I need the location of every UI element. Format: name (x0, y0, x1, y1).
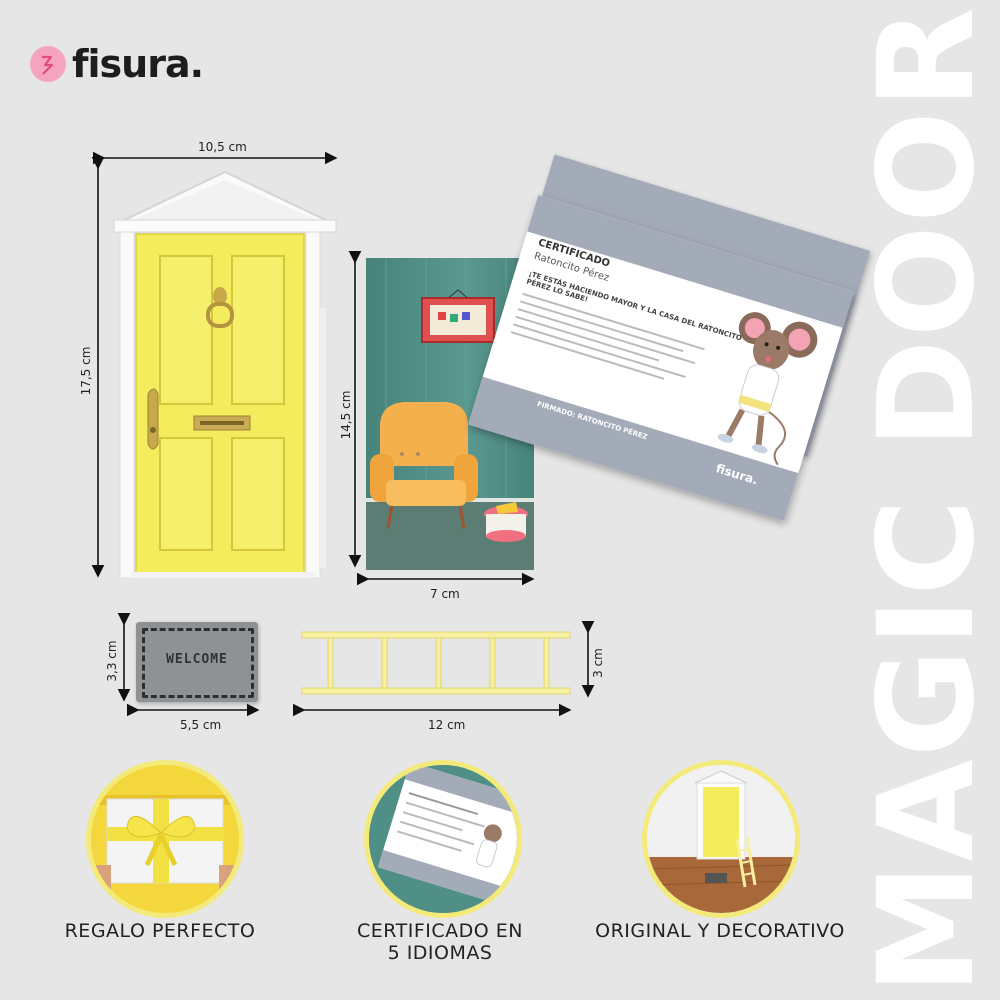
certificates-group: CERTIFICADO Ratoncito Pérez ¡TE ESTÁS HA… (468, 154, 871, 558)
card-height-label: 14,5 cm (339, 390, 353, 440)
doormat-label: WELCOME (166, 652, 228, 667)
mat-width-label: 5,5 cm (180, 718, 222, 732)
yellow-ladder-illustration (301, 631, 571, 695)
card-width-label: 7 cm (430, 587, 460, 601)
certificate-front: CERTIFICADO Ratoncito Pérez ¡TE ESTÁS HA… (468, 195, 854, 521)
certificate-icon (369, 765, 517, 913)
door-scene-icon (647, 765, 795, 913)
feature-caption-certificate-line1: CERTIFICADO EN (357, 920, 523, 942)
feature-certificate-image (364, 760, 522, 918)
brand-name: fisura. (72, 42, 204, 86)
door-height-label: 17,5 cm (79, 346, 93, 396)
welcome-doormat: WELCOME (136, 622, 258, 702)
feature-gift-image (86, 760, 244, 918)
ladder-height-label: 3 cm (591, 648, 605, 678)
door-width-label: 10,5 cm (198, 140, 247, 154)
product-title-text: MAGIC DOOR (850, 5, 1000, 995)
mouse-character-icon (717, 312, 818, 466)
dimension-arrows (91, 151, 595, 717)
feature-caption-gift: REGALO PERFECTO (64, 920, 256, 942)
feature-caption-decor: ORIGINAL Y DECORATIVO (595, 920, 845, 942)
doormat-border (142, 628, 254, 698)
product-title: MAGIC DOOR (850, 5, 1000, 994)
feature-decor-image (642, 760, 800, 918)
gift-icon (91, 765, 239, 913)
feature-caption-certificate-line2: 5 IDIOMAS (387, 942, 493, 964)
mat-height-label: 3,3 cm (105, 640, 119, 682)
yellow-door-illustration (113, 170, 337, 579)
ladder-width-label: 12 cm (428, 718, 466, 732)
brand-logo: fisura. (30, 42, 204, 86)
logo-mark-icon (30, 46, 66, 82)
feature-caption-certificate: CERTIFICADO EN 5 IDIOMAS (320, 920, 560, 964)
